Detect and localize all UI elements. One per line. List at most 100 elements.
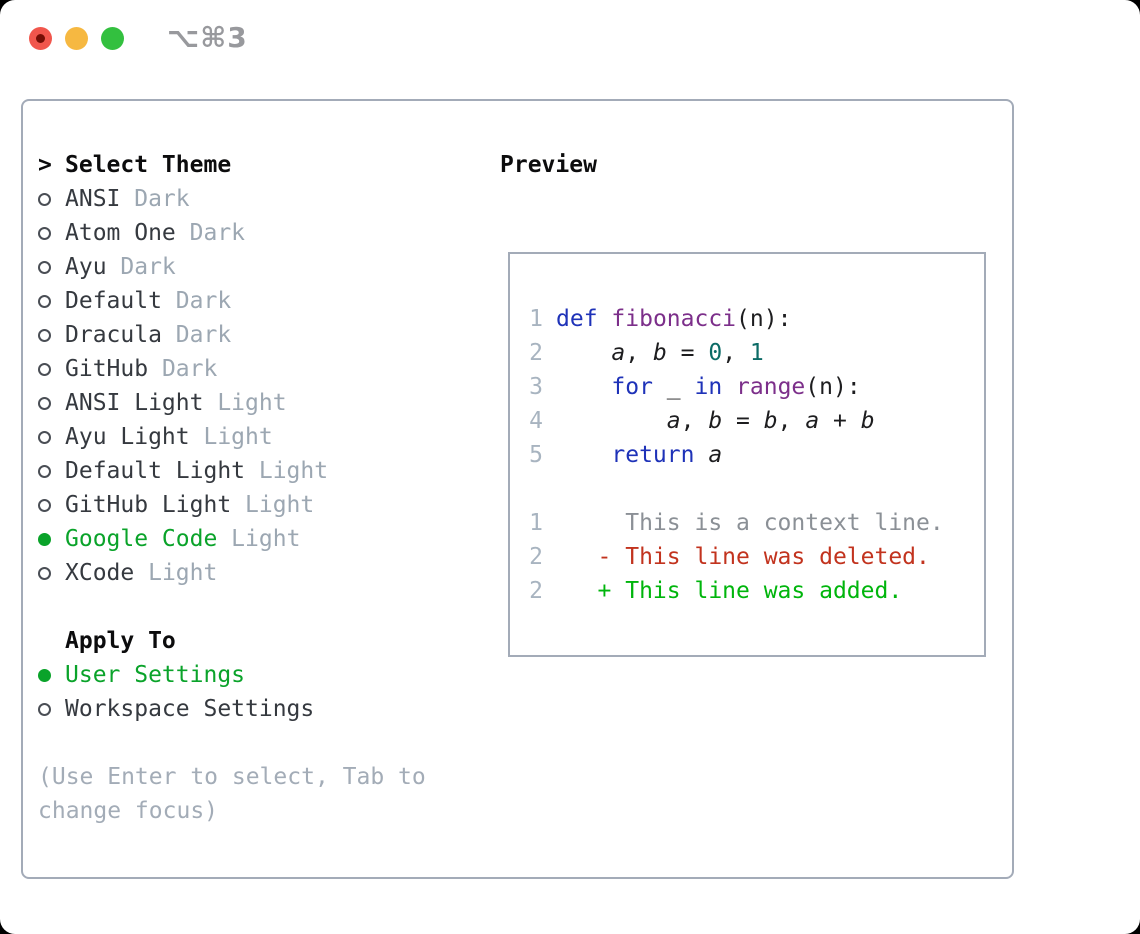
preview-label: Preview bbox=[500, 152, 597, 178]
theme-item-3[interactable]: Default Dark bbox=[38, 284, 426, 318]
item-label: XCode bbox=[65, 560, 135, 586]
item-label: Atom One bbox=[65, 220, 176, 246]
code-segment: , bbox=[625, 340, 653, 366]
item-tag: Dark bbox=[120, 186, 190, 212]
code-segment bbox=[598, 306, 612, 332]
item-label: Google Code bbox=[65, 526, 218, 552]
close-button[interactable] bbox=[29, 27, 52, 50]
radio-icon bbox=[38, 464, 65, 478]
line-number: 4 bbox=[529, 408, 543, 434]
code-segment: a bbox=[708, 442, 723, 468]
code-segment: fibonacci bbox=[611, 306, 737, 332]
radio-selected-icon bbox=[38, 668, 65, 682]
spacer bbox=[38, 726, 426, 760]
theme-item-1[interactable]: Atom One Dark bbox=[38, 216, 426, 250]
code-line-4: 5 return a bbox=[525, 438, 984, 472]
code-segment: def bbox=[556, 306, 598, 332]
item-label: GitHub bbox=[65, 356, 149, 382]
code-line-1: 2 a, b = 0, 1 bbox=[525, 336, 984, 370]
minimize-button[interactable] bbox=[65, 27, 88, 50]
theme-item-7[interactable]: Ayu Light Light bbox=[38, 420, 426, 454]
code-segment: + This line was added. bbox=[556, 578, 903, 604]
item-label: Ayu bbox=[65, 254, 107, 280]
help-text: (Use Enter to select, Tab to change focu… bbox=[38, 760, 426, 828]
item-label: ANSI Light bbox=[65, 390, 204, 416]
code-segment: range bbox=[736, 374, 806, 400]
apply-option-1[interactable]: Workspace Settings bbox=[38, 692, 426, 726]
item-tag: Dark bbox=[148, 356, 218, 382]
code-segment: = bbox=[722, 408, 764, 434]
code-line-8: 2 + This line was added. bbox=[525, 574, 984, 608]
item-tag: Light bbox=[217, 526, 301, 552]
item-tag: Dark bbox=[161, 288, 232, 314]
code-segment: , bbox=[722, 340, 750, 366]
theme-item-2[interactable]: Ayu Dark bbox=[38, 250, 426, 284]
radio-selected-icon bbox=[38, 532, 65, 546]
apply-to-label: Apply To bbox=[65, 628, 176, 654]
line-number: 2 bbox=[529, 544, 543, 570]
item-label: GitHub Light bbox=[65, 492, 232, 518]
theme-item-9[interactable]: GitHub Light Light bbox=[38, 488, 426, 522]
radio-icon bbox=[38, 396, 65, 410]
code-segment: for bbox=[611, 374, 653, 400]
code-segment: (n): bbox=[805, 374, 861, 400]
item-label: Default bbox=[65, 288, 162, 314]
code-segment: in bbox=[694, 374, 723, 400]
line-number: 5 bbox=[529, 442, 543, 468]
code-segment bbox=[694, 442, 708, 468]
theme-item-0[interactable]: ANSI Dark bbox=[38, 182, 426, 216]
item-tag: Light bbox=[245, 458, 329, 484]
maximize-button[interactable] bbox=[101, 27, 124, 50]
apply-option-0[interactable]: User Settings bbox=[38, 658, 426, 692]
radio-icon bbox=[38, 328, 65, 342]
code-segment bbox=[556, 442, 611, 468]
radio-icon bbox=[38, 294, 65, 308]
select-theme-header: > Select Theme bbox=[38, 148, 426, 182]
code-segment: 0 bbox=[708, 340, 723, 366]
code-segment: b bbox=[763, 408, 778, 434]
radio-icon bbox=[38, 430, 65, 444]
spacer bbox=[38, 590, 426, 624]
item-label: Dracula bbox=[65, 322, 162, 348]
code-line-7: 2 - This line was deleted. bbox=[525, 540, 984, 574]
code-segment: 1 bbox=[749, 340, 764, 366]
code-segment: a bbox=[666, 408, 681, 434]
radio-icon bbox=[38, 362, 65, 376]
code-line-6: 1 This is a context line. bbox=[525, 506, 984, 540]
close-dot-icon bbox=[36, 34, 45, 43]
item-label: User Settings bbox=[65, 662, 246, 688]
item-tag: Dark bbox=[161, 322, 232, 348]
item-label: Default Light bbox=[65, 458, 246, 484]
theme-item-8[interactable]: Default Light Light bbox=[38, 454, 426, 488]
item-tag: Light bbox=[189, 424, 273, 450]
window-title: ⌥⌘3 bbox=[167, 21, 248, 54]
code-segment: a bbox=[611, 340, 626, 366]
code-segment: This is a context line. bbox=[556, 510, 944, 536]
theme-item-5[interactable]: GitHub Dark bbox=[38, 352, 426, 386]
line-number: 2 bbox=[529, 340, 543, 366]
code-segment: - This line was deleted. bbox=[556, 544, 930, 570]
theme-item-11[interactable]: XCode Light bbox=[38, 556, 426, 590]
code-line-3: 4 a, b = b, a + b bbox=[525, 404, 984, 438]
theme-item-4[interactable]: Dracula Dark bbox=[38, 318, 426, 352]
radio-icon bbox=[38, 566, 65, 580]
radio-icon bbox=[38, 498, 65, 512]
radio-icon bbox=[38, 226, 65, 240]
code-segment bbox=[556, 340, 611, 366]
radio-icon bbox=[38, 192, 65, 206]
theme-item-10[interactable]: Google Code Light bbox=[38, 522, 426, 556]
code-segment: return bbox=[611, 442, 695, 468]
item-tag: Light bbox=[134, 560, 218, 586]
code-segment: + bbox=[819, 408, 861, 434]
preview-header: Preview bbox=[500, 148, 597, 182]
theme-item-6[interactable]: ANSI Light Light bbox=[38, 386, 426, 420]
item-label: Workspace Settings bbox=[65, 696, 315, 722]
item-label: ANSI bbox=[65, 186, 121, 212]
